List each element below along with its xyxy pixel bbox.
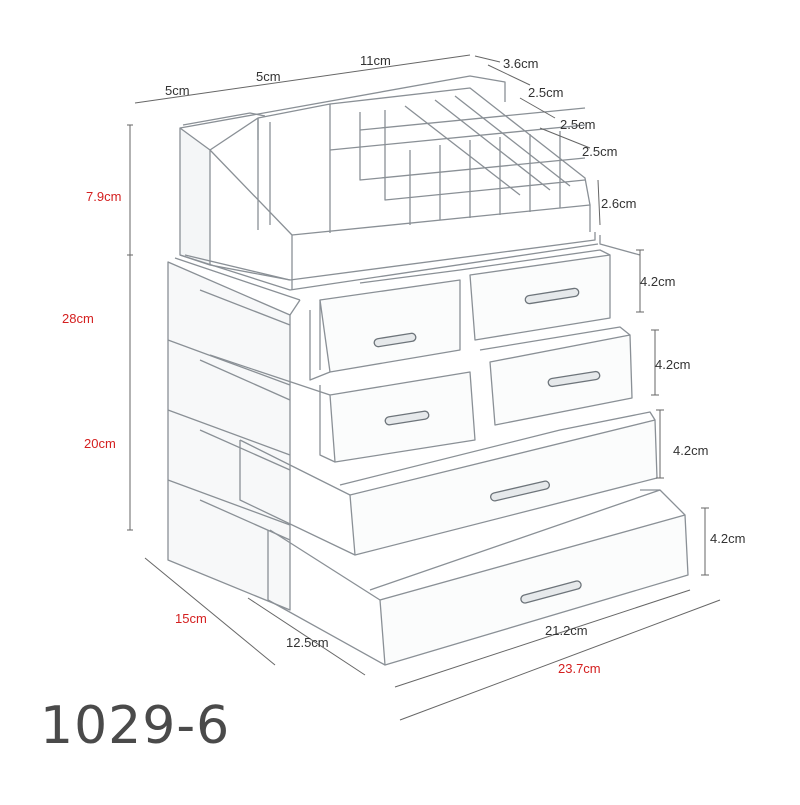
top-tray <box>179 75 599 291</box>
dim-label-top-width-a: 5cm <box>165 83 190 98</box>
dim-label-drawer-1: 4.2cm <box>640 274 676 289</box>
dim-label-drawer-4: 4.2cm <box>710 531 746 546</box>
drawer-row1-left <box>309 269 461 381</box>
dim-label-inner-width: 21.2cm <box>545 623 588 638</box>
dimension-lines <box>127 54 721 721</box>
dim-label-slot-row-4: 2.6cm <box>601 196 637 211</box>
dim-label-drawer-height: 20cm <box>84 436 116 451</box>
dim-label-top-width-b: 5cm <box>256 69 281 84</box>
dim-label-inner-depth: 12.5cm <box>286 635 329 650</box>
dim-label-slot-row-2: 2.5cm <box>560 117 596 132</box>
dim-label-top-height: 7.9cm <box>86 189 122 204</box>
dim-label-drawer-2: 4.2cm <box>655 357 691 372</box>
drawer-row4 <box>267 489 689 666</box>
dim-label-top-depth: 3.6cm <box>503 56 539 71</box>
drawer-knobs <box>373 287 601 604</box>
model-number: 1029-6 <box>40 696 231 756</box>
dim-label-total-height: 28cm <box>62 311 94 326</box>
dim-label-slot-row-1: 2.5cm <box>528 85 564 100</box>
dim-label-slot-row-3: 2.5cm <box>582 144 618 159</box>
dim-label-depth: 15cm <box>175 611 207 626</box>
dim-label-total-width: 23.7cm <box>558 661 601 676</box>
dim-label-top-width-c: 11cm <box>360 53 391 68</box>
dim-label-drawer-3: 4.2cm <box>673 443 709 458</box>
drawer-row2-right <box>479 326 633 426</box>
drawer-row3 <box>239 411 658 556</box>
